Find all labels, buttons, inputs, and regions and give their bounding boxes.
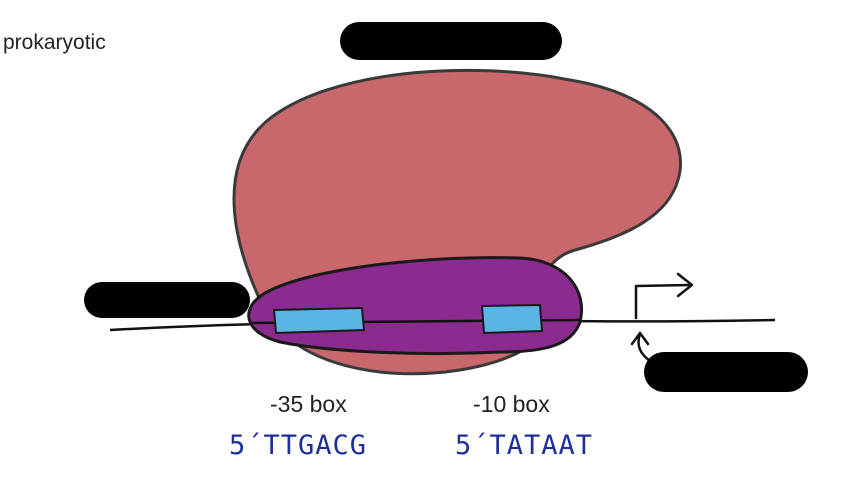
promoter-box-minus35 xyxy=(272,306,366,335)
minus35-box-label: -35 box xyxy=(270,391,347,417)
redaction-mark-right xyxy=(644,352,808,392)
minus35-consensus-sequence: 5´TTGACG xyxy=(229,430,368,461)
redaction-mark-top xyxy=(340,22,562,60)
minus10-consensus-sequence: 5´TATAAT xyxy=(455,430,594,461)
redaction-mark-left xyxy=(84,282,250,318)
diagram-title: prokaryotic xyxy=(3,31,106,54)
promoter-box-minus10 xyxy=(480,303,544,335)
minus10-box-label: -10 box xyxy=(473,391,550,417)
transcription-start-arrow-icon xyxy=(634,272,694,320)
pointer-arrow-icon xyxy=(630,331,654,364)
